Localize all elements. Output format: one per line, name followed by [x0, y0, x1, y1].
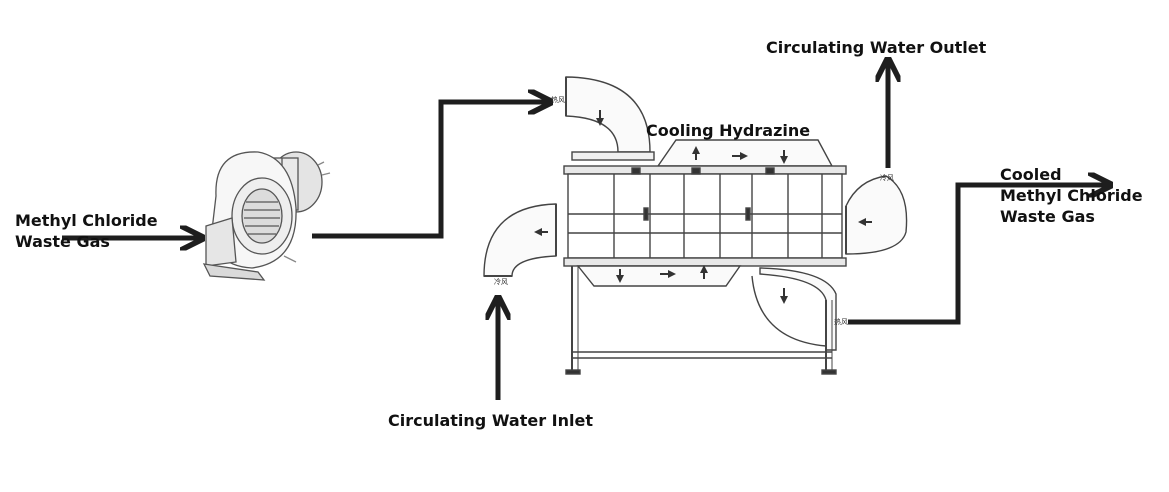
gas-out-arrow — [848, 185, 1108, 325]
heat-exchanger-icon — [483, 76, 908, 375]
circulating-water-inlet-label: Circulating Water Inlet — [388, 411, 593, 430]
outlet-gas-label-line2: Methyl Chloride — [1000, 186, 1143, 205]
cooling-hydrazine-label: Cooling Hydrazine — [646, 121, 811, 140]
internal-flow-arrows — [534, 110, 872, 304]
duct-tags: 热风 冷风 冷风 热风 — [494, 95, 894, 326]
circulating-water-outlet-label: Circulating Water Outlet — [766, 38, 987, 57]
duct-tag-right-lower: 热风 — [834, 317, 848, 326]
methyl-chloride-waste-gas-label: Methyl Chloride Waste Gas — [15, 210, 158, 252]
cooled-methyl-chloride-waste-gas-label: Cooled Methyl Chloride Waste Gas — [1000, 164, 1143, 227]
inlet-gas-label-line1: Methyl Chloride — [15, 211, 158, 230]
blower-to-exchanger-arrow — [312, 102, 548, 239]
flow-arrows — [62, 62, 1108, 400]
duct-tag-top-inlet: 热风 — [551, 95, 565, 104]
outlet-gas-label-line3: Waste Gas — [1000, 207, 1095, 226]
duct-tag-right-upper: 冷风 — [880, 173, 894, 182]
centrifugal-fan-icon — [202, 151, 331, 281]
inlet-gas-label-line2: Waste Gas — [15, 232, 110, 251]
duct-tag-left-elbow: 冷风 — [494, 277, 508, 286]
outlet-gas-label-line1: Cooled — [1000, 165, 1062, 184]
